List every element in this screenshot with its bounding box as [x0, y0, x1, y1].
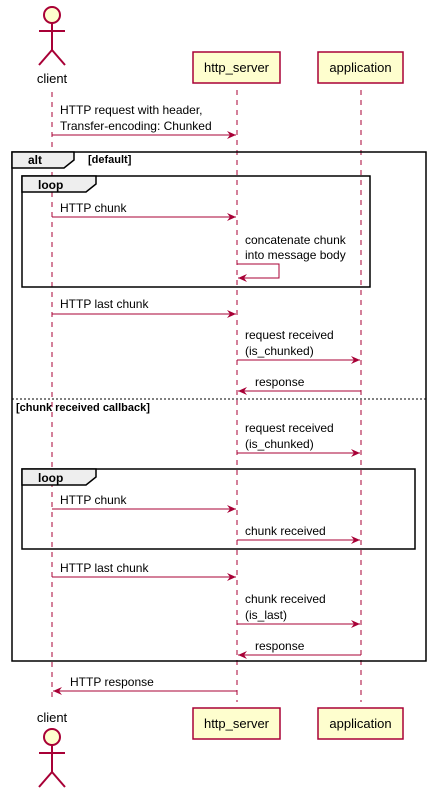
- application-participant-top: application: [317, 51, 404, 84]
- message-label: HTTP chunk: [60, 493, 127, 507]
- self-message-arrow: [237, 263, 280, 282]
- message-label: request received: [245, 328, 334, 342]
- message-label: HTTP response: [70, 675, 154, 689]
- message-label: (is_chunked): [245, 344, 314, 358]
- alt-frame-keyword: alt: [28, 153, 42, 167]
- http-server-label-bottom: http_server: [204, 716, 270, 731]
- message-label: Transfer-encoding: Chunked: [60, 119, 212, 133]
- message-label: request received: [245, 421, 334, 435]
- message-label: (is_chunked): [245, 437, 314, 451]
- application-participant-bottom: application: [317, 707, 404, 740]
- client-label-bottom: client: [37, 710, 68, 725]
- http-server-participant-top: http_server: [192, 51, 281, 84]
- application-label-bottom: application: [329, 716, 391, 731]
- message-label: chunk received: [245, 592, 326, 606]
- http-server-label-top: http_server: [204, 60, 270, 75]
- alt-frame-condition: [default]: [88, 154, 132, 166]
- loop-frame-keyword: loop: [38, 471, 63, 485]
- message-label: HTTP chunk: [60, 201, 127, 215]
- http-server-participant-bottom: http_server: [192, 707, 281, 740]
- message-label: chunk received: [245, 524, 326, 538]
- message-label: into message body: [245, 248, 346, 262]
- loop-frame-keyword: loop: [38, 178, 63, 192]
- message-label: response: [255, 375, 305, 389]
- alt-frame: alt [default] [chunk received callback]: [11, 151, 427, 662]
- application-label-top: application: [329, 60, 391, 75]
- alt-else-condition: [chunk received callback]: [16, 402, 150, 414]
- client-label-top: client: [37, 71, 68, 86]
- message-label: concatenate chunk: [245, 233, 347, 247]
- message-label: HTTP last chunk: [60, 561, 149, 575]
- message-label: HTTP request with header,: [60, 103, 203, 117]
- message-label: response: [255, 639, 305, 653]
- loop-frame: loop: [21, 175, 371, 288]
- message-label: HTTP last chunk: [60, 297, 149, 311]
- message-label: (is_last): [245, 608, 287, 622]
- loop-frame: loop: [21, 468, 416, 550]
- client-actor-icon: [38, 6, 66, 66]
- client-actor-icon: [38, 728, 66, 788]
